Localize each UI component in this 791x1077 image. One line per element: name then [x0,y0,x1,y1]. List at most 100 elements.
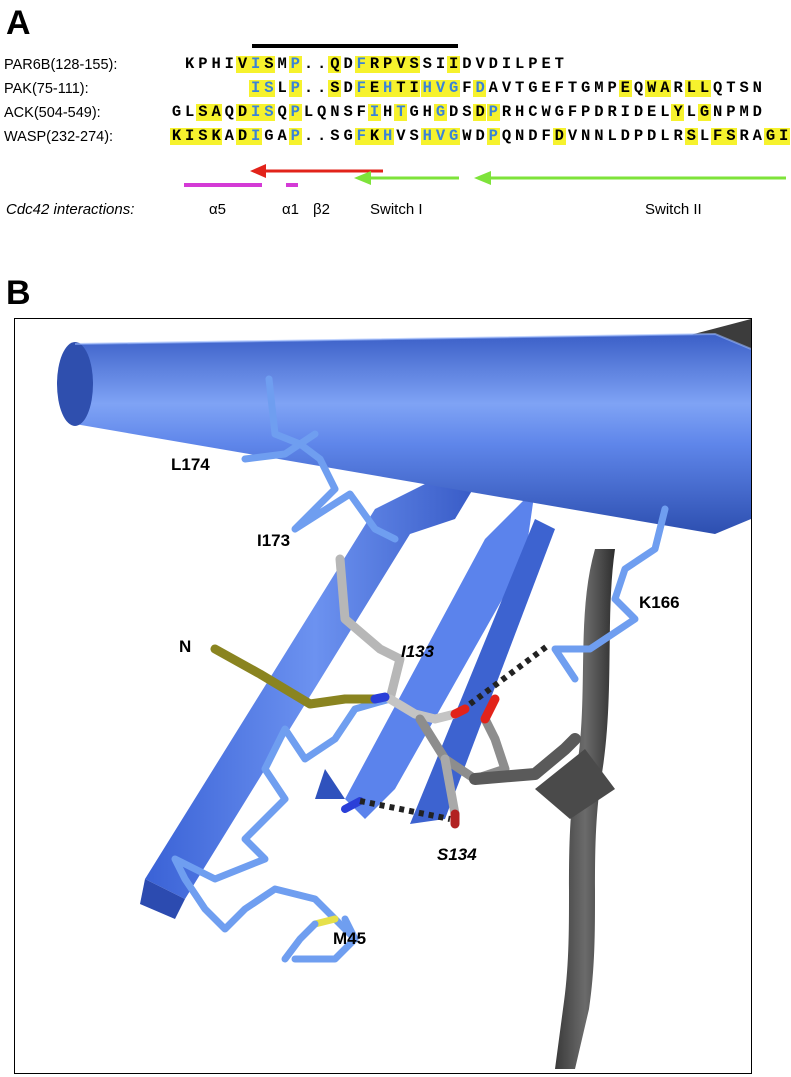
residue: R [607,103,617,121]
residue: R [367,56,381,73]
k166-stick [551,505,669,683]
residue: A [277,127,287,145]
residue: D [343,79,353,97]
residue: L [660,103,670,121]
residue: G [171,103,181,121]
residue: T [726,79,736,97]
residue: V [475,55,485,73]
residue: H [381,128,394,145]
residue: V [235,56,249,73]
residue: N [581,127,590,145]
residue: E [367,80,381,97]
residue: L [607,127,617,145]
residue: N [752,79,762,97]
residue: Q [713,79,722,97]
residue: G [447,80,460,97]
m45-terminal [281,920,319,963]
residue: S [409,127,419,145]
residue: L [684,80,698,97]
residue: G [409,103,419,121]
residue: . [303,55,313,73]
residue: P [486,128,500,145]
residue: D [235,104,249,121]
residue: D [235,128,249,145]
residue: S [724,128,738,145]
residue: H [381,80,394,97]
residue: A [209,104,223,121]
residue: H [383,103,392,121]
label-n: N [179,637,192,656]
residue: P [726,103,736,121]
residue: R [673,127,683,145]
residue: V [433,80,447,97]
residue: F [711,128,724,145]
residue: F [541,127,551,145]
residue: K [169,128,183,145]
residue: S [343,103,353,121]
residue: I [183,128,196,145]
residue: Q [277,103,287,121]
residue: D [620,127,630,145]
label-s134: S134 [437,845,477,864]
residue: L [660,127,670,145]
residue: V [394,56,408,73]
residue: . [317,55,326,73]
alpha5-bar [184,183,262,187]
residue: I [777,128,790,145]
residue: S [262,56,276,73]
label-l174: L174 [171,455,210,474]
residue: I [620,103,630,121]
residue: N [713,103,722,121]
residue: S [196,128,210,145]
label-m45: M45 [333,929,367,948]
residue: . [317,79,326,97]
alpha1-bar [286,183,298,187]
l174-stick [241,375,319,463]
residue: P [381,56,394,73]
backbone-loop [171,695,394,963]
residue: K [367,128,381,145]
row-label-pak: PAK(75-111): [4,81,89,97]
residue: I [249,80,262,97]
residue: W [645,80,658,97]
residue: L [277,79,287,97]
residue: G [528,79,538,97]
residue: R [501,103,511,121]
residue: I [249,56,262,73]
switch2-label: Switch II [645,201,702,218]
residue: S [330,127,340,145]
residue: P [288,80,302,97]
residue: Q [317,103,326,121]
i173-stick [291,440,399,543]
residue: P [486,104,500,121]
residue: Q [328,56,342,73]
alpha1-label: α1 [282,201,300,218]
residue: H [211,55,221,73]
residue: S [262,104,276,121]
residue: V [433,128,447,145]
residue: L [515,55,524,73]
residue: D [528,127,538,145]
residue: L [699,127,709,145]
residue: F [354,128,368,145]
label-k166: K166 [639,593,680,612]
residue: S [262,80,276,97]
residue: S [462,103,472,121]
beta2-label: β2 [313,201,330,218]
residue: T [567,79,577,97]
residue: F [356,103,366,121]
residue: N [515,127,524,145]
residue: W [541,103,551,121]
residue: D [462,55,472,73]
residue: A [224,127,234,145]
residue: D [473,104,487,121]
residue: V [396,127,406,145]
residue: G [343,127,353,145]
residue: G [447,128,460,145]
residue: M [594,79,604,97]
alpha-helix [57,332,751,534]
residue: P [288,56,302,73]
label-i173: I173 [257,531,291,550]
residue: P [528,55,538,73]
residue: D [488,55,498,73]
